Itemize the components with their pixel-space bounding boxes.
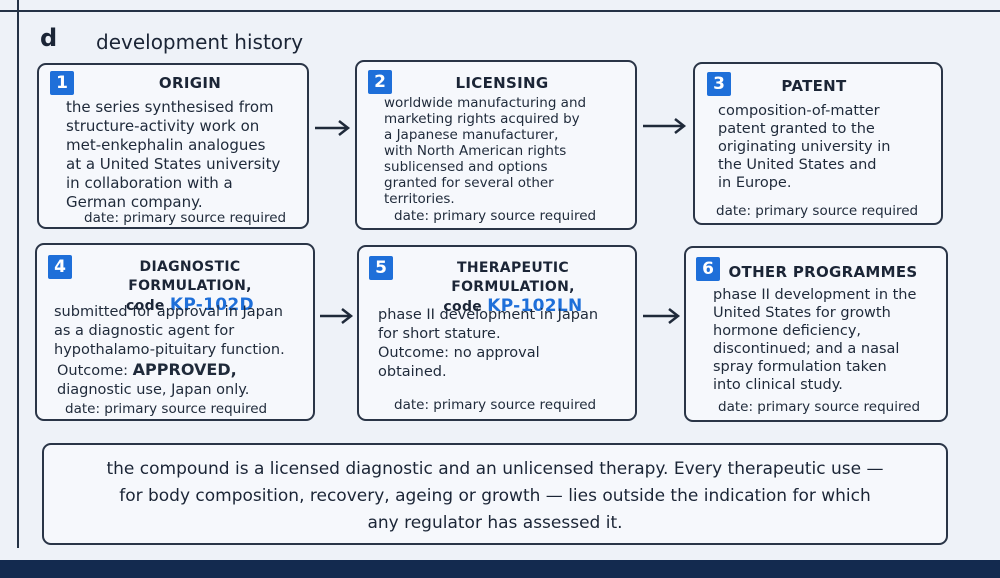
card-diagnostic-formulation: 4 DIAGNOSTIC FORMULATION, code KP-102D s…	[35, 243, 315, 421]
panel-letter: d	[40, 24, 58, 52]
body-line: discontinued; and a nasal	[713, 341, 900, 357]
body-line: for short stature.	[378, 326, 501, 342]
arrow-right-icon	[315, 120, 351, 136]
card-heading-diagnostic: DIAGNOSTIC FORMULATION, code KP-102D	[79, 258, 301, 316]
card-heading-patent: PATENT	[781, 77, 847, 95]
body-line: German company.	[66, 193, 203, 211]
card-body-therapeutic: phase II development in Japan for short …	[378, 306, 598, 382]
body-line: composition-of-matter	[718, 103, 880, 119]
arrow-right-icon	[643, 118, 687, 134]
note-line: any regulator has assessed it.	[367, 513, 623, 533]
outcome-line: Outcome: no approval	[378, 345, 540, 361]
card-body-patent: composition-of-matter patent granted to …	[718, 102, 890, 192]
heading-line: DIAGNOSTIC FORMULATION,	[128, 259, 252, 294]
step-number-1: 1	[50, 71, 74, 95]
arrow-right-icon	[320, 308, 354, 324]
body-line: granted for several other	[384, 175, 554, 191]
step-number-5: 5	[369, 256, 393, 280]
body-line: patent granted to the	[718, 121, 875, 137]
panel-title: development history	[96, 30, 304, 54]
card-body-licensing: worldwide manufacturing and marketing ri…	[384, 95, 586, 207]
body-line: hormone deficiency,	[713, 323, 862, 339]
body-line: territories.	[384, 191, 455, 207]
outcome-line: obtained.	[378, 364, 447, 380]
card-heading-other: OTHER PROGRAMMES	[728, 263, 918, 281]
body-line: the United States and	[718, 157, 877, 173]
left-rule	[17, 0, 19, 548]
arrow-right-icon	[643, 308, 681, 324]
body-line: sublicensed and options	[384, 159, 548, 175]
body-line: spray formulation taken	[713, 359, 887, 375]
top-rule	[0, 10, 1000, 12]
outcome-line: Outcome: APPROVED,	[54, 360, 285, 381]
body-line: met-enkephalin analogues	[66, 136, 266, 154]
card-body-diagnostic: submitted for approval in Japan as a dia…	[54, 303, 285, 400]
body-line: a Japanese manufacturer,	[384, 127, 559, 143]
card-other-programmes: 6 OTHER PROGRAMMES phase II development …	[684, 246, 948, 422]
body-line: worldwide manufacturing and	[384, 95, 587, 111]
code-line: code KP-102LN	[397, 297, 629, 317]
summary-note-text: the compound is a licensed diagnostic an…	[44, 456, 946, 537]
body-line: in Europe.	[718, 175, 792, 191]
formulation-code: KP-102D	[169, 295, 254, 315]
card-date-licensing: date: primary source required	[394, 208, 597, 224]
card-date-other: date: primary source required	[718, 399, 921, 415]
card-body-origin: the series synthesised from structure-ac…	[66, 98, 280, 212]
card-patent: 3 PATENT composition-of-matter patent gr…	[693, 62, 943, 225]
note-line: for body composition, recovery, ageing o…	[119, 486, 871, 506]
body-line: the series synthesised from	[66, 98, 274, 116]
body-line: phase II development in Japan	[378, 307, 599, 323]
outcome-label: Outcome:	[57, 363, 133, 379]
summary-note: the compound is a licensed diagnostic an…	[42, 443, 948, 545]
card-heading-therapeutic: THERAPEUTIC FORMULATION, code KP-102LN	[397, 259, 629, 317]
code-line: code KP-102D	[79, 296, 301, 316]
card-date-patent: date: primary source required	[716, 203, 919, 219]
step-number-4: 4	[48, 255, 72, 279]
code-prefix: code	[126, 298, 170, 314]
step-number-2: 2	[368, 70, 392, 94]
card-date-therapeutic: date: primary source required	[394, 397, 597, 413]
body-line: marketing rights acquired by	[384, 111, 580, 127]
body-line: submitted for approval in Japan	[54, 304, 283, 320]
card-date-diagnostic: date: primary source required	[65, 401, 268, 417]
body-line: structure-activity work on	[66, 117, 260, 135]
body-line: hypothalamo-pituitary function.	[54, 342, 285, 358]
card-body-other: phase II development in the United State…	[713, 286, 916, 394]
body-line: originating university in	[718, 139, 891, 155]
step-number-6: 6	[696, 257, 720, 281]
outcome-detail: diagnostic use, Japan only.	[57, 382, 250, 398]
formulation-code: KP-102LN	[487, 296, 583, 316]
card-date-origin: date: primary source required	[84, 210, 287, 226]
body-line: at a United States university	[66, 155, 281, 173]
body-line: into clinical study.	[713, 377, 843, 393]
code-prefix: code	[443, 299, 488, 315]
note-line: the compound is a licensed diagnostic an…	[106, 459, 884, 479]
body-line: as a diagnostic agent for	[54, 323, 235, 339]
bottom-bar	[0, 560, 1000, 578]
step-number-3: 3	[707, 72, 731, 96]
card-licensing: 2 LICENSING worldwide manufacturing and …	[355, 60, 637, 230]
card-heading-origin: ORIGIN	[158, 74, 222, 92]
body-line: phase II development in the	[713, 287, 917, 303]
body-line: United States for growth	[713, 305, 891, 321]
card-origin: 1 ORIGIN the series synthesised from str…	[37, 63, 309, 229]
card-heading-licensing: LICENSING	[455, 74, 549, 92]
heading-line: THERAPEUTIC FORMULATION,	[451, 260, 575, 295]
outcome-value: APPROVED,	[132, 360, 237, 379]
card-therapeutic-formulation: 5 THERAPEUTIC FORMULATION, code KP-102LN…	[357, 245, 637, 421]
body-line: in collaboration with a	[66, 174, 233, 192]
body-line: with North American rights	[384, 143, 567, 159]
